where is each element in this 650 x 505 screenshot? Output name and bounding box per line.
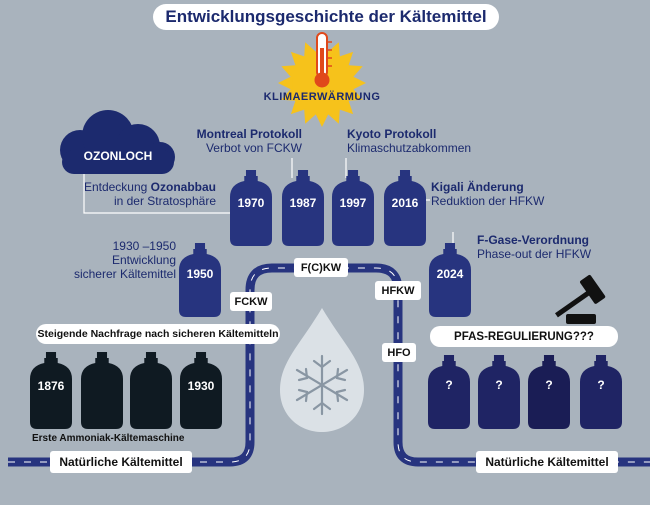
cylinder-future-3 (528, 355, 571, 429)
cylinder-1950-label: 1950 (186, 267, 214, 281)
cylinder-2016-label: 2016 (391, 196, 419, 210)
ammonia-label: Erste Ammoniak-Kältemaschine (32, 433, 185, 444)
page-title: Entwicklungsgeschichte der Kältemittel (165, 7, 487, 26)
cylinder-future-1 (427, 355, 470, 429)
cloud-icon (60, 110, 175, 174)
gavel-icon (555, 274, 606, 324)
cylinder-old-3 (130, 352, 172, 429)
natural-refrigerants-left: Natürliche Kältemittel (50, 451, 192, 473)
cylinder-future-3-label: ? (545, 378, 553, 392)
montreal-event: Montreal Protokoll Verbot von FCKW (196, 127, 302, 155)
kigali-event: Kigali Änderung Reduktion der HFKW (431, 180, 545, 208)
early-event: 1930 –1950 Entwicklung sicherer Kältemit… (73, 239, 176, 281)
cylinder-1997 (331, 170, 374, 246)
cylinder-old-1-label: 1876 (37, 379, 65, 393)
cylinder-old-4 (180, 352, 222, 429)
thermometer-icon (314, 32, 332, 88)
cylinder-old-2 (81, 352, 123, 429)
snowflake-icon (295, 354, 349, 416)
cylinder-1987-label: 1987 (289, 196, 317, 210)
cylinder-old-1 (30, 352, 72, 429)
pipe-label-fckw-top: F(C)KW (294, 258, 348, 277)
cylinder-2024 (428, 243, 471, 317)
cylinder-1970-label: 1970 (237, 196, 265, 210)
title-banner: Entwicklungsgeschichte der Kältemittel (153, 4, 499, 30)
demand-banner: Steigende Nachfrage nach sicheren Kältem… (36, 324, 280, 344)
cylinder-1997-label: 1997 (339, 196, 367, 210)
sun-label: KLIMAERWÄRMUNG (263, 91, 381, 103)
cylinder-future-4-label: ? (597, 378, 605, 392)
cylinder-old-4-label: 1930 (187, 379, 215, 393)
cylinder-future-4 (580, 355, 623, 429)
cylinder-1987 (281, 170, 324, 246)
pipe-label-hfo: HFO (382, 343, 416, 362)
cylinder-future-1-label: ? (445, 378, 453, 392)
cylinders (30, 170, 623, 429)
pfas-banner: PFAS-REGULIERUNG??? (430, 326, 618, 347)
cloud-label: OZONLOCH (83, 149, 153, 163)
natural-refrigerants-right: Natürliche Kältemittel (476, 451, 618, 473)
connector-lines (83, 158, 454, 245)
cylinder-2016 (383, 170, 426, 246)
pipe-label-fckw: FCKW (230, 292, 272, 311)
cylinder-2024-label: 2024 (436, 267, 464, 281)
ozone-event: Entdeckung Ozonabbau in der Stratosphäre (83, 180, 216, 208)
cylinder-1950 (179, 243, 221, 317)
cylinder-future-2 (478, 355, 520, 429)
kyoto-event: Kyoto Protokoll Klimaschutzabkommen (347, 127, 472, 155)
cylinder-future-2-label: ? (495, 378, 503, 392)
pipe-label-hfkw: HFKW (375, 281, 421, 300)
cylinder-1970 (230, 170, 272, 246)
fgase-event: F-Gase-Verordnung Phase-out der HFKW (477, 233, 592, 261)
